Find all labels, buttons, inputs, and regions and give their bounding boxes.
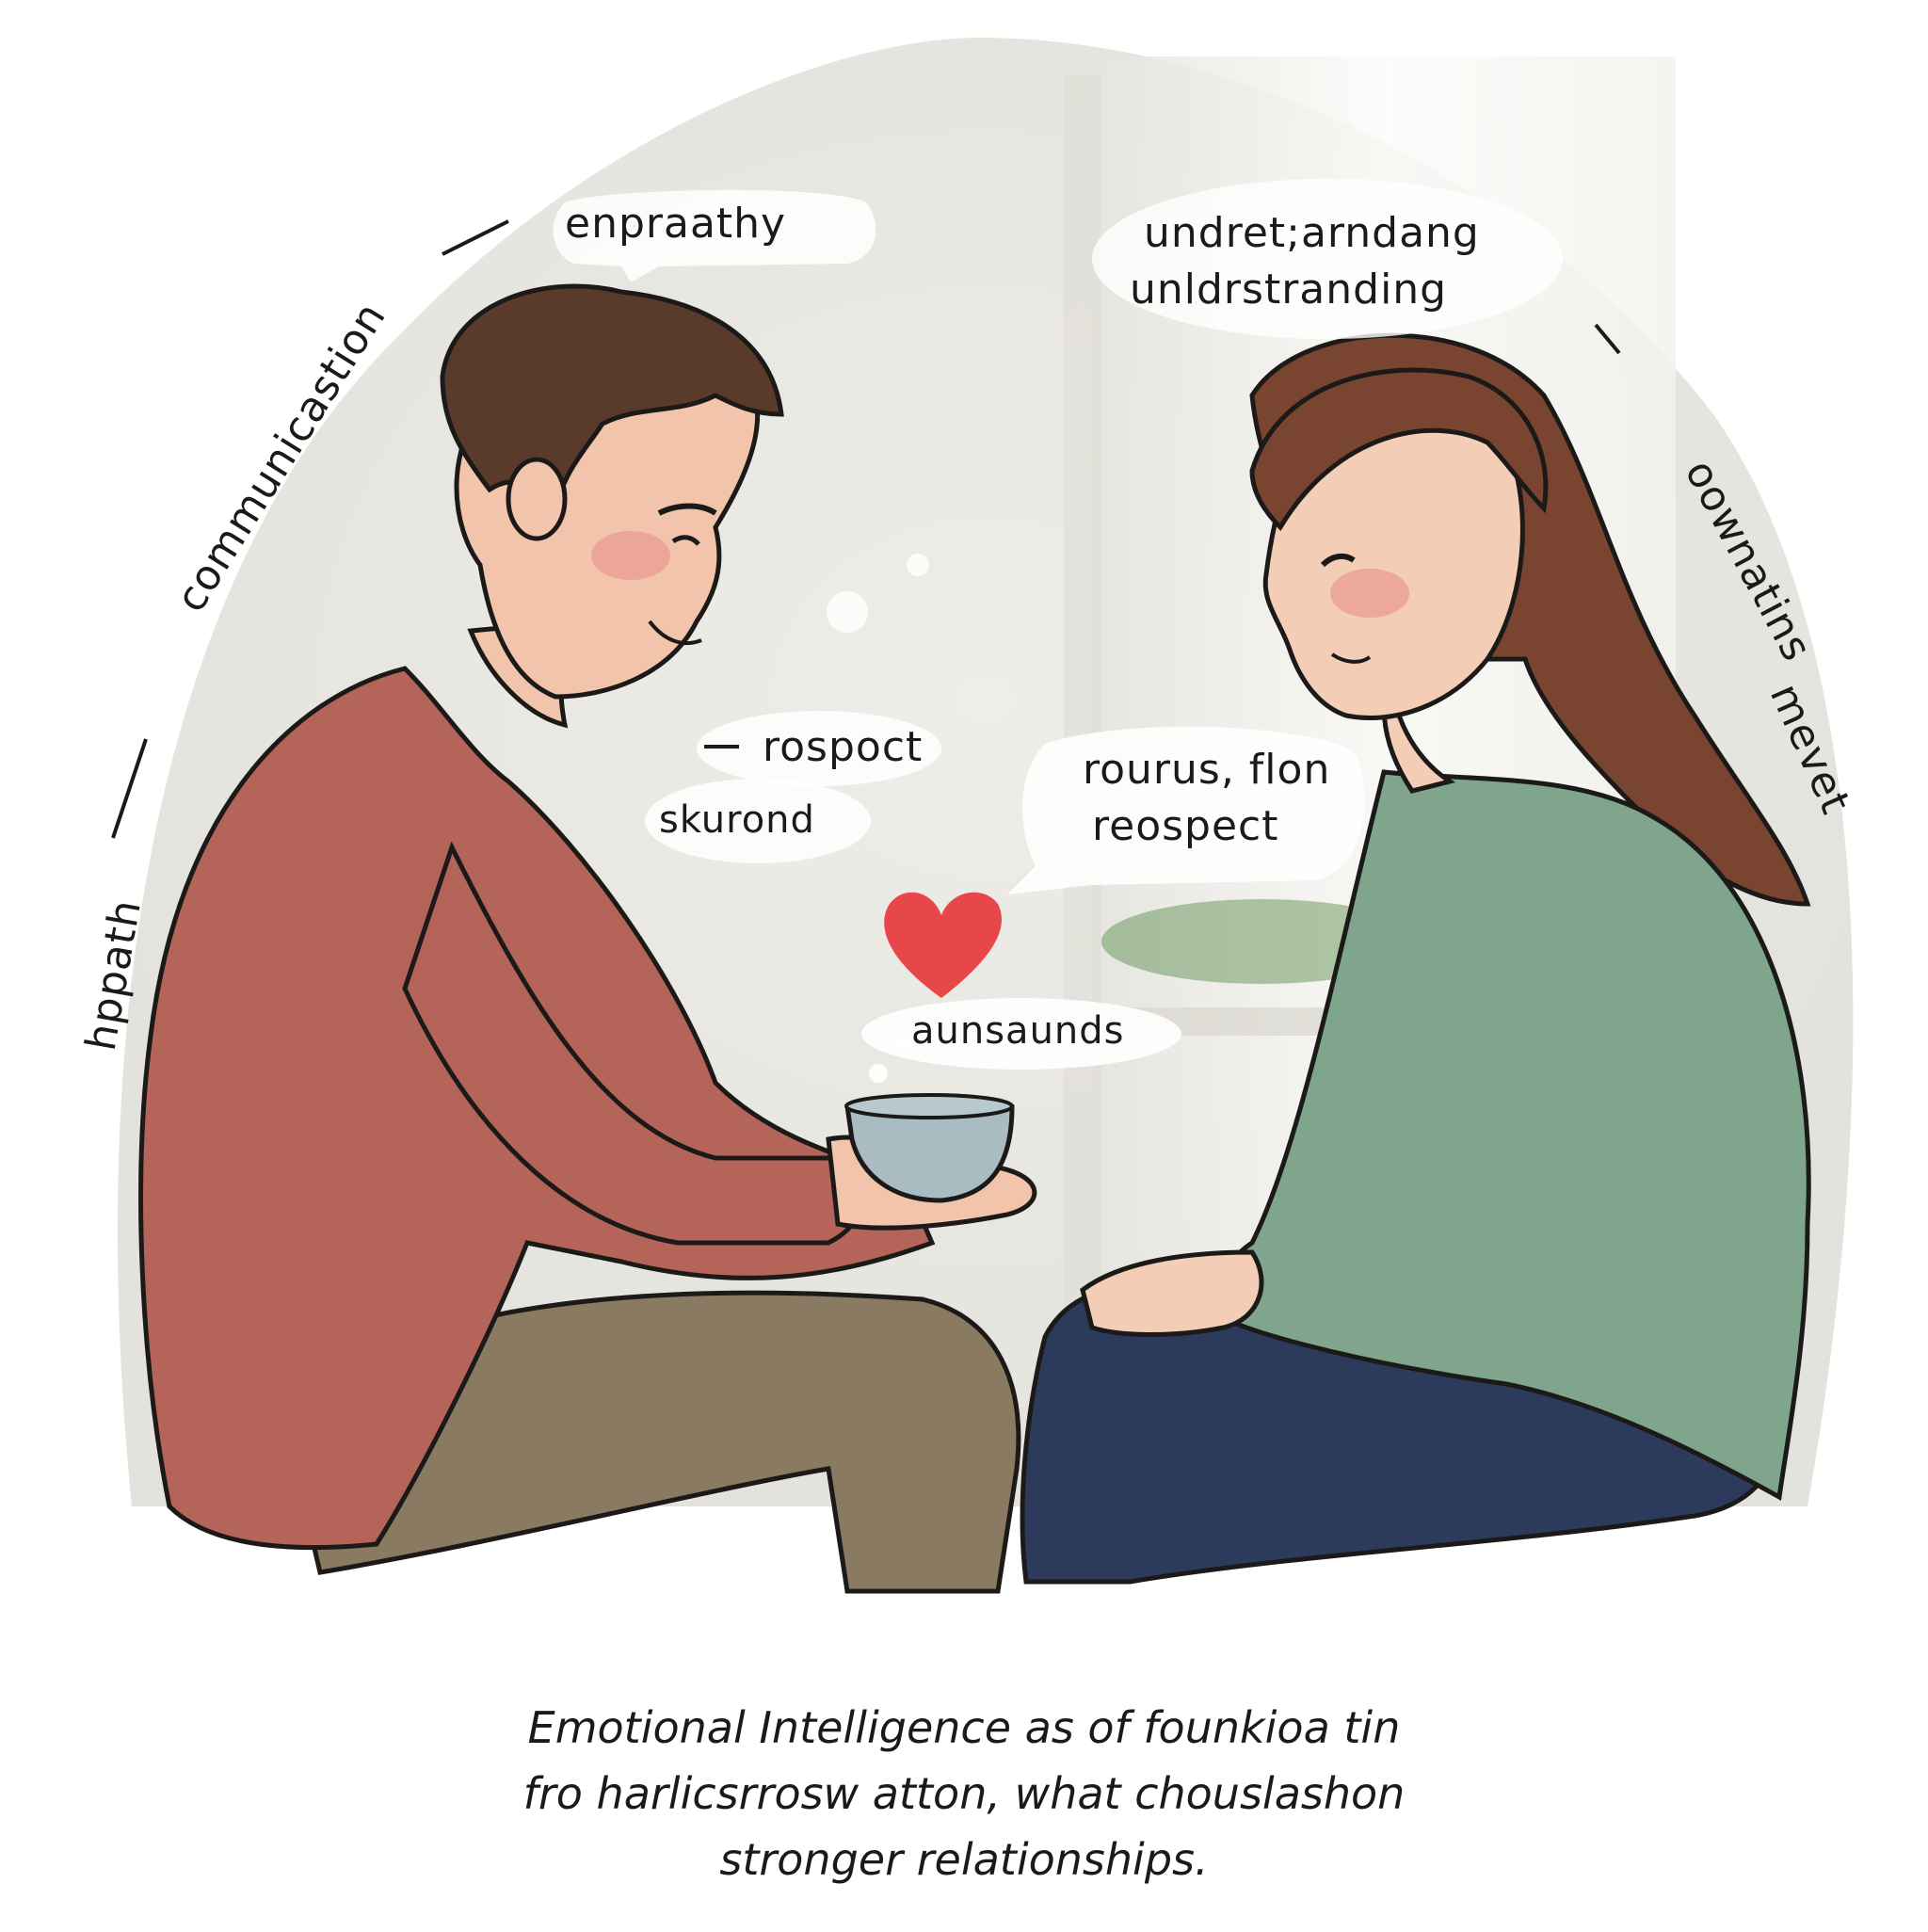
label-respect-right-line2: reospect <box>1092 802 1279 850</box>
bubble-respect-left-shape <box>697 711 941 786</box>
label-empathy: enpraathy <box>565 200 787 248</box>
label-skurond: skurond <box>659 798 815 842</box>
caption: Emotional Intelligence as of founkioa ti… <box>0 1695 1928 1892</box>
heart-icon <box>884 892 1002 998</box>
woman-figure <box>1020 332 1811 1585</box>
bubble-empathy-shape <box>553 189 876 282</box>
label-understanding-line2: unldrstranding <box>1130 266 1448 314</box>
label-respect-left: rospoct <box>763 723 924 771</box>
man-figure <box>138 283 1037 1594</box>
label-understanding-line1: undret;arndang <box>1144 209 1480 257</box>
bubble-skurond-shape <box>645 779 871 863</box>
bubble-respect-right-shape <box>1007 726 1365 894</box>
label-heart-bubble: aunsaunds <box>911 1009 1125 1053</box>
label-respect-right-line1: rourus, flon <box>1083 746 1331 794</box>
bubble-heart-shape <box>861 998 1181 1070</box>
caption-line-3: stronger relationships. <box>719 1834 1209 1885</box>
caption-line-1: Emotional Intelligence as of founkioa ti… <box>527 1702 1401 1753</box>
bubble-understanding-shape <box>1092 179 1563 339</box>
caption-line-2: fro harlicsrrosw atton, what chouslashon <box>522 1768 1406 1819</box>
